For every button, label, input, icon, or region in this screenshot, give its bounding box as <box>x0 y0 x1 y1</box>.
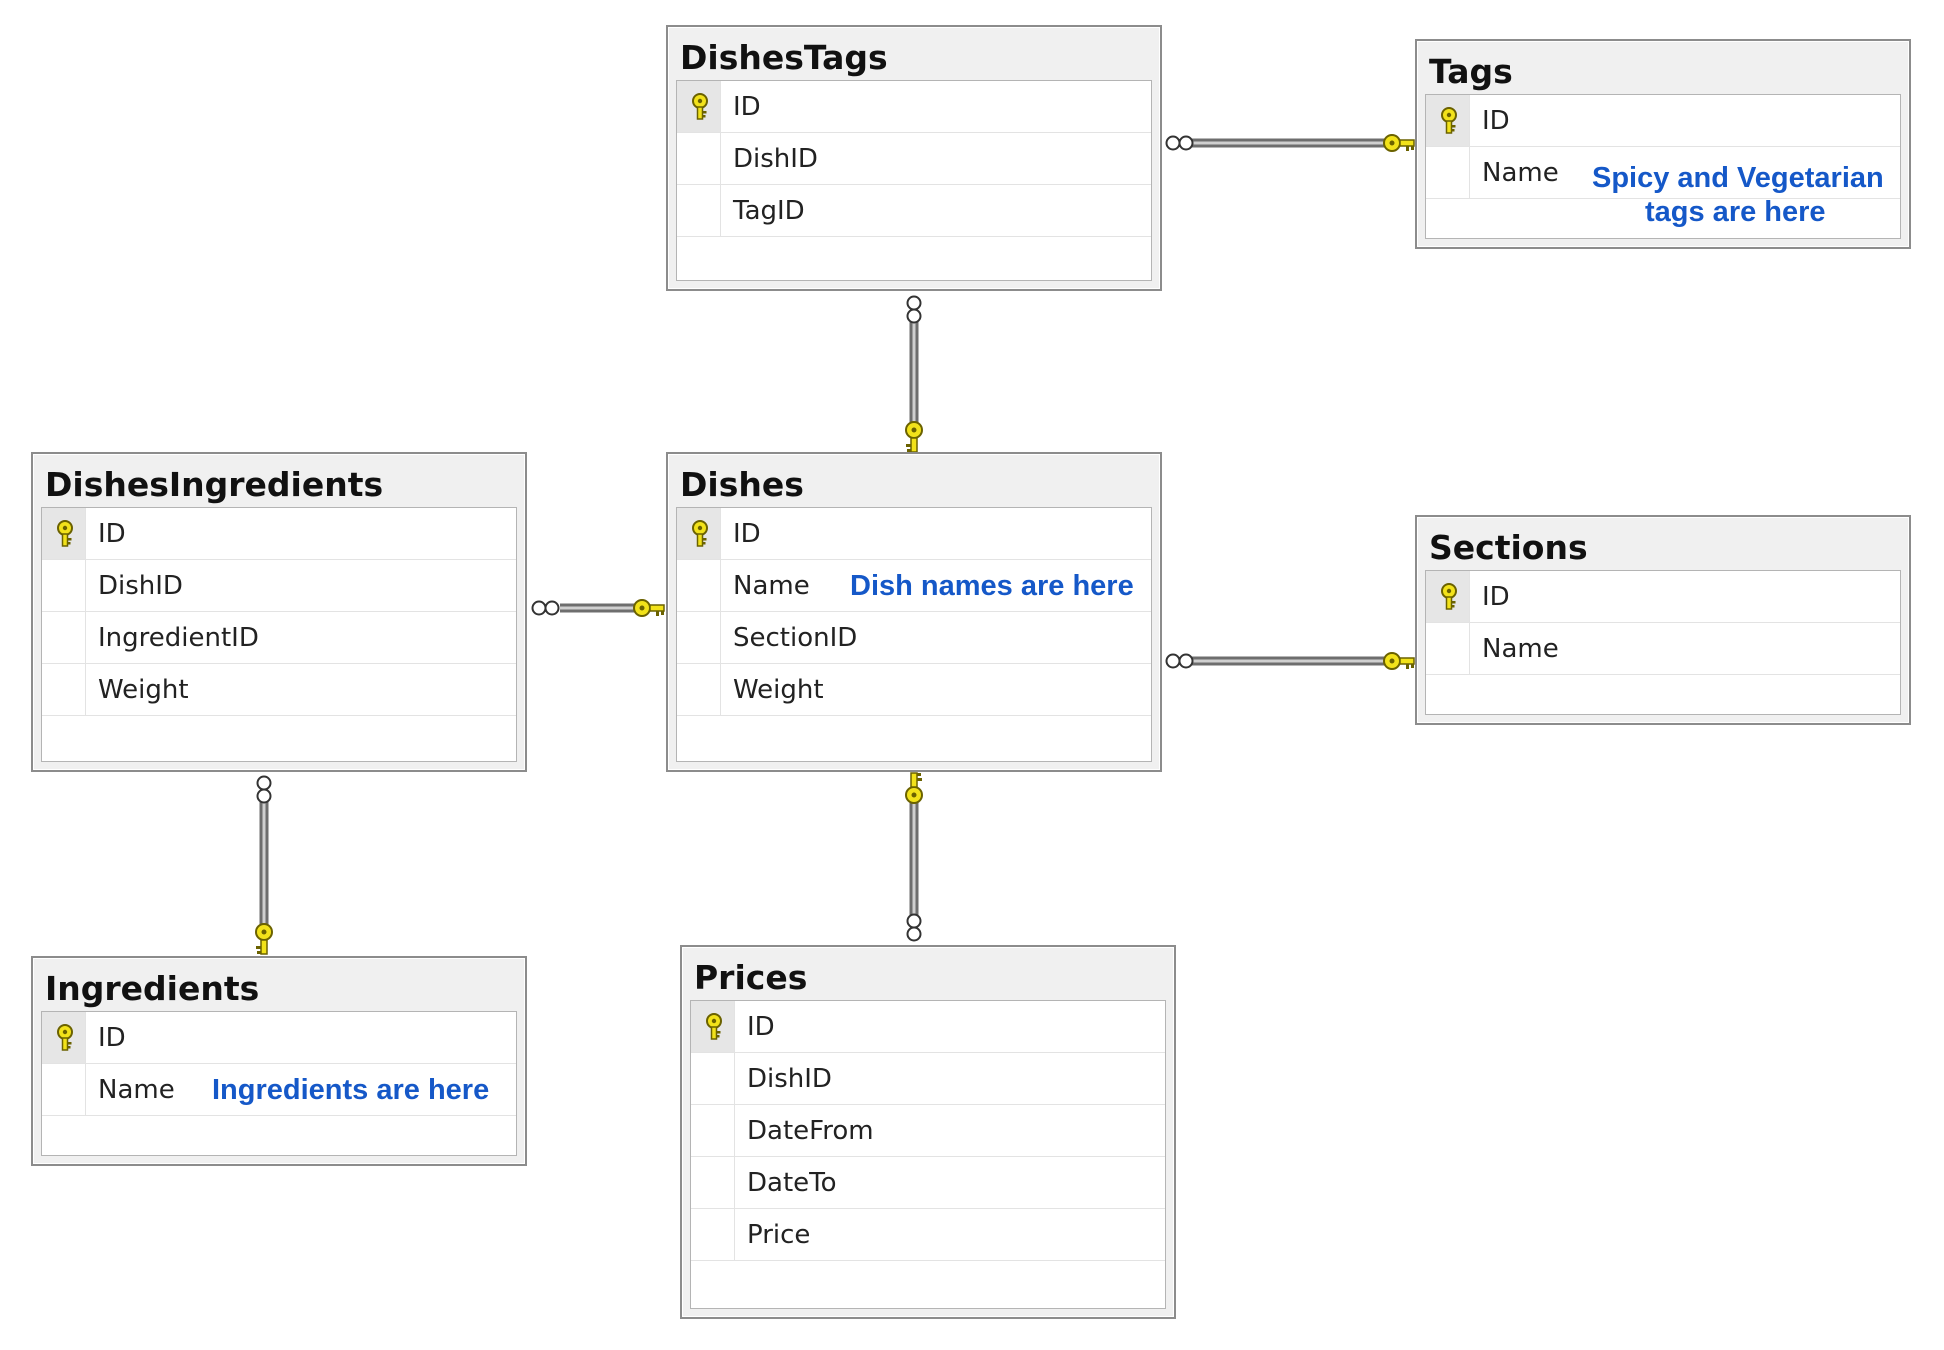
field-row[interactable]: DishID <box>42 560 516 612</box>
field-row[interactable]: Name <box>1426 623 1900 675</box>
annotation-note: Ingredients are here <box>212 1074 490 1106</box>
field-name: TagID <box>733 196 805 226</box>
field-name: Name <box>1482 634 1559 664</box>
field-row[interactable]: SectionID <box>677 612 1151 664</box>
rel-dishes-sections[interactable] <box>1165 652 1415 670</box>
field-name: IngredientID <box>98 623 259 653</box>
primary-key-icon <box>1441 583 1457 610</box>
one-end-key-icon <box>905 421 923 453</box>
one-end-key-icon <box>255 923 273 955</box>
field-row[interactable]: Weight <box>677 664 1151 716</box>
one-end-key-icon <box>905 772 923 804</box>
annotation-note: tags are here <box>1645 196 1826 228</box>
rel-dishestags-dishes[interactable] <box>905 295 923 453</box>
table-dishes[interactable]: Dishes ID Name Dish names are here Secti… <box>666 452 1162 772</box>
field-list: ID Name Ingredients are here <box>41 1011 517 1156</box>
field-row[interactable]: Name <box>1426 147 1900 199</box>
field-row[interactable]: Weight <box>42 664 516 716</box>
table-sections[interactable]: Sections ID Name <box>1415 515 1911 725</box>
field-name: DishID <box>98 571 183 601</box>
field-name: Weight <box>98 675 189 705</box>
many-end-icon <box>1165 653 1194 669</box>
field-list: ID Name <box>1425 570 1901 715</box>
field-row[interactable]: Name Ingredients are here <box>42 1064 516 1116</box>
field-row[interactable]: DishID <box>691 1053 1165 1105</box>
field-row[interactable]: ID <box>691 1001 1165 1053</box>
annotation-note: Dish names are here <box>850 570 1134 602</box>
primary-key-icon <box>692 93 708 120</box>
field-name: ID <box>98 1023 126 1053</box>
primary-key-icon <box>57 1024 73 1051</box>
field-name: DishID <box>747 1064 832 1094</box>
one-end-key-icon <box>633 599 665 617</box>
rel-dishesingredients-dishes[interactable] <box>531 599 665 617</box>
field-name: ID <box>1482 106 1510 136</box>
field-name: ID <box>733 92 761 122</box>
table-title: Ingredients <box>45 969 260 1008</box>
field-row[interactable]: ID <box>677 81 1151 133</box>
field-list: ID Name Dish names are here SectionID We… <box>676 507 1152 762</box>
field-name: DishID <box>733 144 818 174</box>
field-name: ID <box>98 519 126 549</box>
field-name: ID <box>1482 582 1510 612</box>
many-end-icon <box>906 913 922 942</box>
field-row[interactable]: ID <box>42 1012 516 1064</box>
one-end-key-icon <box>1383 652 1415 670</box>
field-row[interactable]: TagID <box>677 185 1151 237</box>
many-end-icon <box>1165 135 1194 151</box>
table-title: Sections <box>1429 528 1588 567</box>
table-title: DishesIngredients <box>45 465 384 504</box>
field-name: DateTo <box>747 1168 837 1198</box>
field-name: Name <box>98 1075 175 1105</box>
field-row[interactable]: DishID <box>677 133 1151 185</box>
rel-prices-dishes[interactable] <box>905 772 923 942</box>
field-row[interactable]: DateTo <box>691 1157 1165 1209</box>
field-name: Name <box>733 571 810 601</box>
field-row[interactable]: DateFrom <box>691 1105 1165 1157</box>
field-list: ID DishID DateFrom DateTo Price <box>690 1000 1166 1309</box>
field-name: ID <box>733 519 761 549</box>
field-row[interactable]: Name Dish names are here <box>677 560 1151 612</box>
one-end-key-icon <box>1383 134 1415 152</box>
table-tags[interactable]: Tags ID Name Spicy and Vegetarian tags a… <box>1415 39 1911 249</box>
rel-dishestags-tags[interactable] <box>1165 134 1415 152</box>
table-ingredients[interactable]: Ingredients ID Name Ingredients are here <box>31 956 527 1166</box>
many-end-icon <box>906 295 922 324</box>
table-title: Tags <box>1429 52 1513 91</box>
table-prices[interactable]: Prices ID DishID DateFrom DateTo Price <box>680 945 1176 1319</box>
field-row[interactable]: IngredientID <box>42 612 516 664</box>
field-name: Weight <box>733 675 824 705</box>
annotation-note: Spicy and Vegetarian <box>1592 162 1884 194</box>
field-list: ID Name Spicy and Vegetarian tags are he… <box>1425 94 1901 239</box>
table-title: Prices <box>694 958 808 997</box>
field-row[interactable]: ID <box>677 508 1151 560</box>
many-end-icon <box>256 775 272 804</box>
rel-dishesingredients-ingredients[interactable] <box>255 775 273 955</box>
field-row[interactable]: ID <box>1426 571 1900 623</box>
table-dishesingredients[interactable]: DishesIngredients ID DishID IngredientID… <box>31 452 527 772</box>
field-list: ID DishID IngredientID Weight <box>41 507 517 762</box>
field-row[interactable]: Price <box>691 1209 1165 1261</box>
field-row[interactable]: ID <box>1426 95 1900 147</box>
primary-key-icon <box>706 1013 722 1040</box>
field-name: SectionID <box>733 623 858 653</box>
table-dishestags[interactable]: DishesTags ID DishID TagID <box>666 25 1162 291</box>
primary-key-icon <box>57 520 73 547</box>
field-name: Price <box>747 1220 811 1250</box>
table-title: Dishes <box>680 465 804 504</box>
field-list: ID DishID TagID <box>676 80 1152 281</box>
field-name: Name <box>1482 158 1559 188</box>
table-title: DishesTags <box>680 38 888 77</box>
primary-key-icon <box>692 520 708 547</box>
primary-key-icon <box>1441 107 1457 134</box>
field-name: ID <box>747 1012 775 1042</box>
field-name: DateFrom <box>747 1116 874 1146</box>
field-row[interactable]: ID <box>42 508 516 560</box>
many-end-icon <box>531 600 560 616</box>
